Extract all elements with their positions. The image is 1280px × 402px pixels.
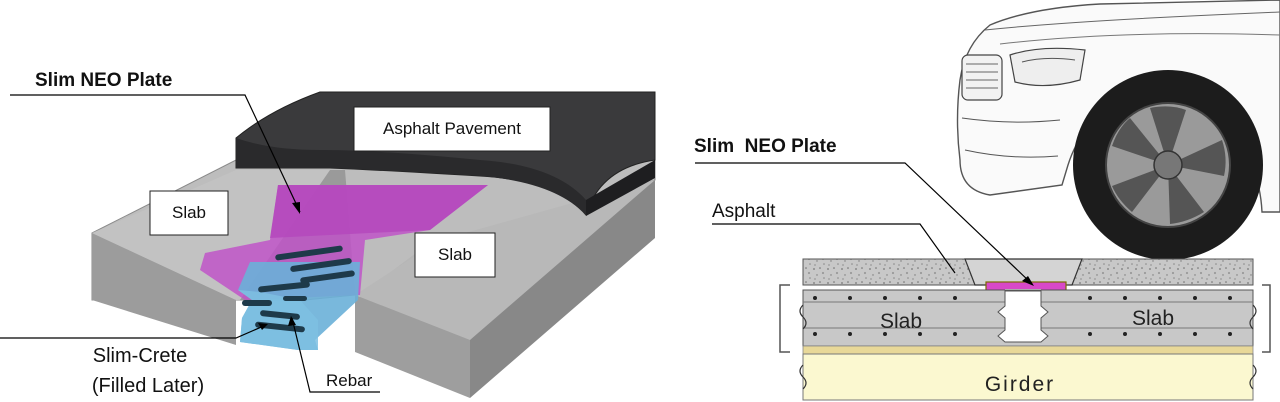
slab-left-front-face [92, 233, 236, 345]
slim-neo-plate-top [270, 185, 488, 238]
rebar-dot [953, 296, 957, 300]
leader-plate-right [695, 162, 1031, 283]
break-mark-girder-right [1249, 364, 1257, 390]
leader-filler [0, 324, 267, 339]
slab-rebar-dots [813, 296, 1232, 336]
slab-left-label-right: Slab [880, 310, 922, 333]
rebar-dot [918, 296, 922, 300]
rebar-dot [883, 296, 887, 300]
rebar [290, 258, 352, 272]
right-cross-section: Slim NEO Plate Asphalt Slab Slab Girder [694, 0, 1280, 401]
girder-layer [802, 353, 1254, 401]
headlight-shape [1009, 47, 1086, 87]
slab-right-side-face [470, 180, 655, 398]
grille [961, 54, 1003, 101]
rebar [283, 296, 307, 301]
plate-label-right: Slim NEO Plate [694, 136, 837, 157]
rebar-dot [1228, 332, 1232, 336]
bumper-line [961, 117, 1061, 123]
rebar-dot [1088, 332, 1092, 336]
slab-right-block-top [355, 180, 655, 340]
rebar-group [242, 245, 355, 333]
headlight-detail [1021, 57, 1076, 63]
rebar-dot [1123, 332, 1127, 336]
filler-label-line2: (Filled Later) [92, 375, 204, 397]
break-mark-girder-left [799, 364, 807, 390]
rebar-dot [848, 332, 852, 336]
wheel-spoke [1168, 165, 1204, 224]
plate-label-left: Slim NEO Plate [35, 70, 172, 91]
asphalt-cut [964, 258, 1083, 286]
rebar-dot [1228, 296, 1232, 300]
leader-plate-arrow [292, 202, 300, 214]
rebar-dot [813, 332, 817, 336]
wheel-spoke [1150, 106, 1186, 165]
slab-left-label: Slab [172, 203, 206, 222]
rebar-dot [1193, 296, 1197, 300]
right-bracket [1262, 284, 1271, 353]
asphalt-label-right: Asphalt [712, 201, 776, 222]
rebar [275, 245, 343, 261]
leader-plate-right-arrow [1022, 276, 1034, 286]
break-mark-right [1249, 304, 1257, 330]
leader-filler-arrow [258, 323, 268, 330]
left-isometric-diagram: Asphalt Pavement Slab Slab Slim NEO Plat… [0, 70, 656, 398]
slab-left-box [149, 190, 229, 236]
rebar [300, 270, 355, 284]
leader-plate [10, 94, 301, 213]
filler-label-line1: Slim-Crete [93, 345, 187, 367]
wheel-spoke [1112, 165, 1168, 212]
bumper-line [964, 149, 1059, 158]
asphalt-side-face [586, 160, 655, 216]
leader-rebar-arrow [288, 316, 296, 326]
rebar-dot [1088, 296, 1092, 300]
break-mark-left [799, 304, 807, 330]
rebar-label: Rebar [326, 371, 373, 390]
girder-label: Girder [985, 373, 1055, 396]
slab-right-front-face [355, 295, 470, 398]
rebar-dot [1123, 296, 1127, 300]
left-bracket [779, 284, 790, 353]
slab-right-box [414, 232, 496, 278]
rebar-dot [813, 296, 817, 300]
car-hood-line [999, 33, 1280, 45]
rebar [242, 300, 272, 306]
asphalt-front-edge [236, 138, 586, 215]
car-illustration [956, 0, 1280, 260]
rebar-dot [848, 296, 852, 300]
rebar-dot [953, 332, 957, 336]
asphalt-pavement-label: Asphalt Pavement [383, 119, 521, 138]
bearing-layer [802, 345, 1254, 355]
asphalt-pavement-box [353, 106, 551, 152]
leader-rebar [291, 317, 380, 393]
rebar-dot [1158, 332, 1162, 336]
slab-right-label: Slab [438, 245, 472, 264]
rebar-dot [1158, 296, 1162, 300]
rebar [258, 281, 310, 293]
wheel-spoke [1112, 118, 1168, 165]
car-hood-line [984, 11, 1280, 31]
slab-right-label-right: Slab [1132, 307, 1174, 330]
wheel-hub [1153, 150, 1183, 180]
leader-asphalt-right [712, 223, 956, 274]
slab-joint-gap [997, 290, 1049, 343]
rebar-dot [918, 332, 922, 336]
rebar-dot [883, 332, 887, 336]
rebar-dot [1193, 332, 1197, 336]
rebar [260, 310, 300, 320]
